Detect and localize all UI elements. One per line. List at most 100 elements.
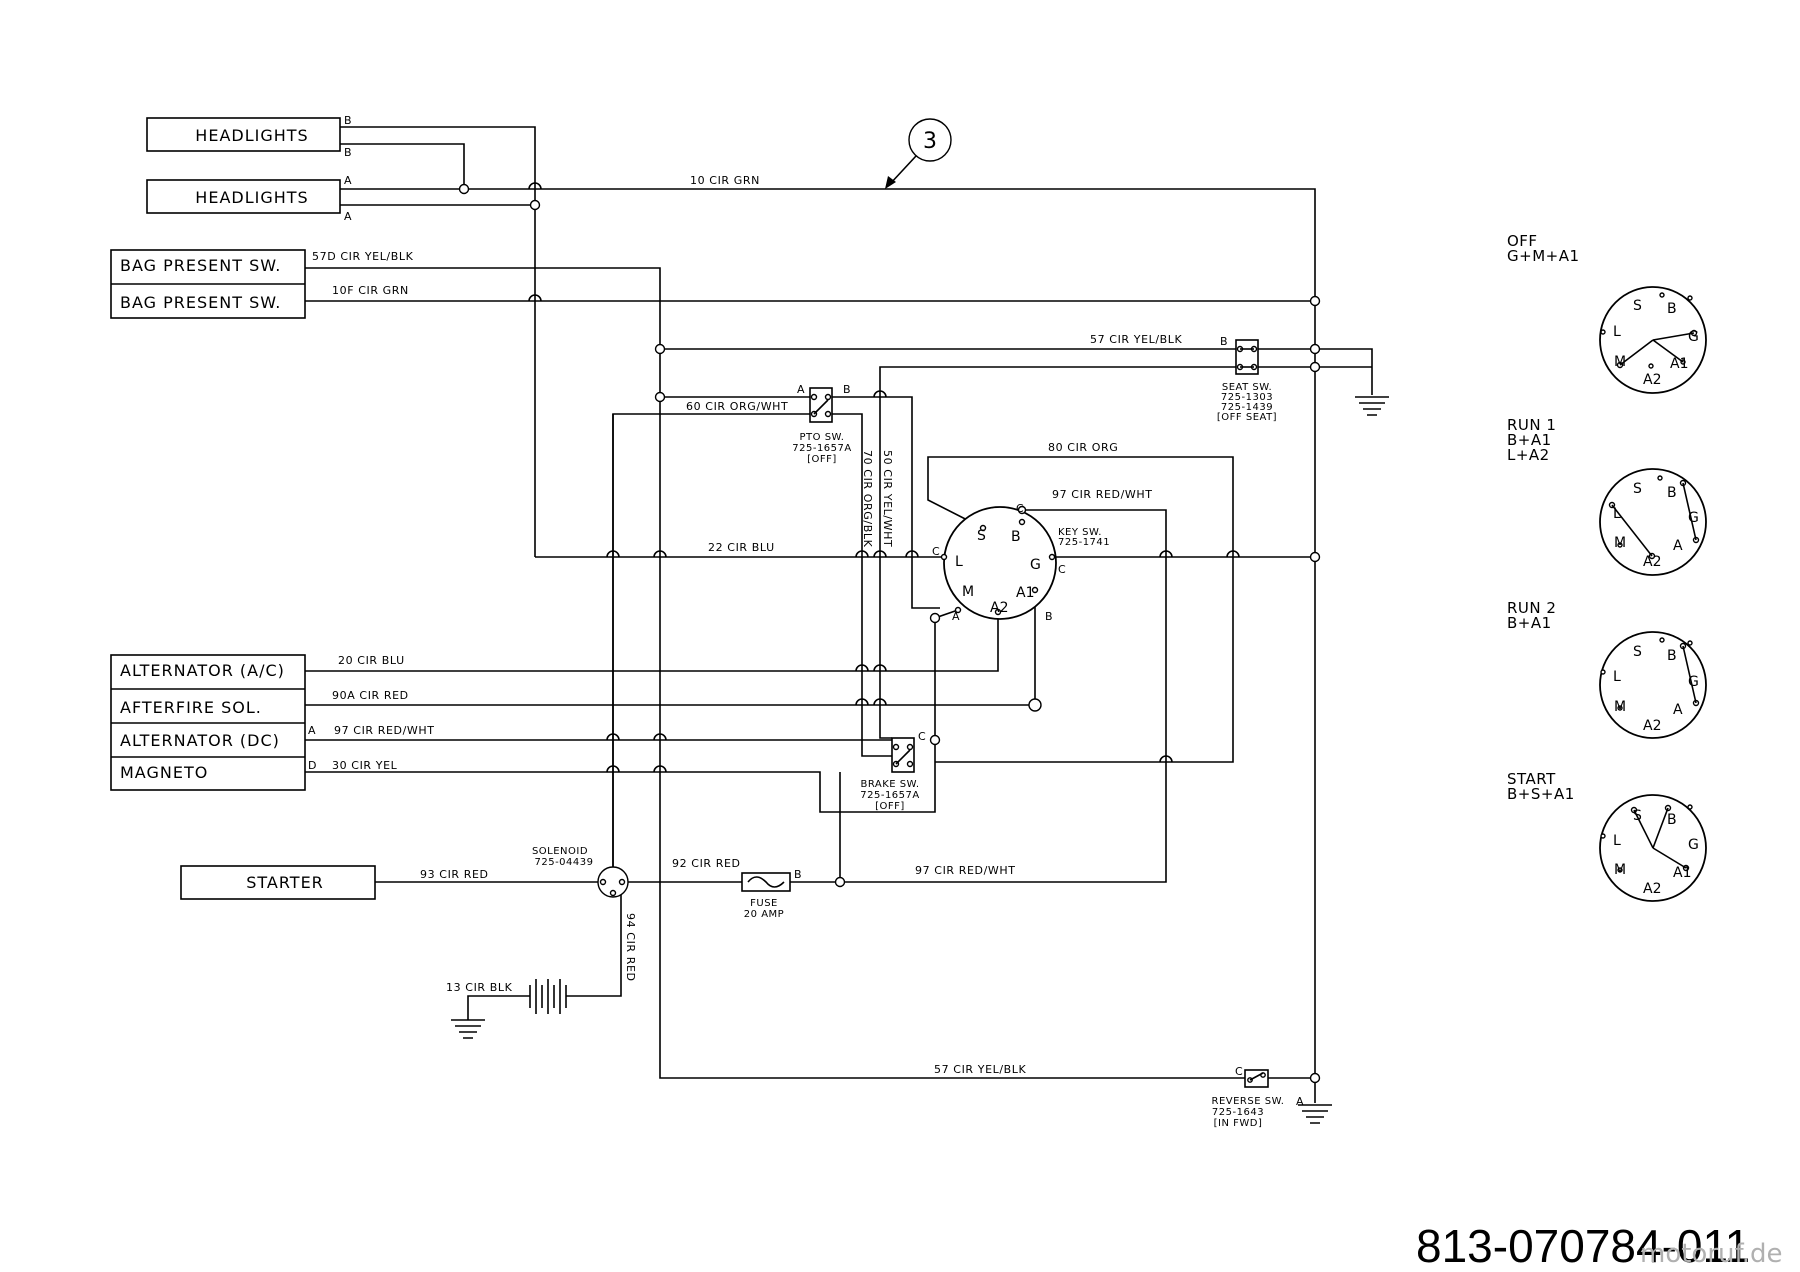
label-80: 80 CIR ORG bbox=[1048, 441, 1118, 454]
position-run1-name: RUN 1 bbox=[1507, 416, 1556, 434]
svg-text:G: G bbox=[1688, 837, 1699, 853]
starter-label: STARTER bbox=[246, 873, 324, 892]
dial-run1: S B L G M A A2 bbox=[1599, 468, 1707, 576]
alternator-dc-label: ALTERNATOR (DC) bbox=[120, 731, 280, 750]
reverse-caption-2: 725-1643 bbox=[1212, 1107, 1264, 1118]
svg-text:A: A bbox=[1673, 538, 1683, 554]
pin-alt-dc-a: A bbox=[308, 724, 316, 737]
solenoid-caption-1: SOLENOID bbox=[532, 846, 588, 857]
brake-switch bbox=[891, 737, 915, 773]
ground-icon-battery bbox=[451, 1019, 485, 1039]
fuse bbox=[741, 872, 791, 892]
pin-rev-a: A bbox=[1296, 1095, 1304, 1108]
label-90a: 90A CIR RED bbox=[332, 689, 409, 702]
key-terminal-a2: A2 bbox=[990, 600, 1008, 616]
fuse-caption-1: FUSE bbox=[750, 898, 778, 909]
wire-60 bbox=[612, 413, 810, 880]
pin-hl-b1: B bbox=[344, 114, 352, 127]
svg-text:A: A bbox=[1673, 702, 1683, 718]
wire-labels: 10 CIR GRN 57D CIR YEL/BLK 10F CIR GRN 5… bbox=[312, 174, 1183, 1076]
svg-text:M: M bbox=[1614, 354, 1626, 370]
key-terminal-g: G bbox=[1030, 557, 1041, 573]
key-switch: S B L G M A1 A2 bbox=[940, 505, 1057, 620]
dial-start: S B L G M A1 A2 bbox=[1599, 794, 1707, 902]
svg-text:B: B bbox=[1667, 648, 1677, 664]
position-off-combo: G+M+A1 bbox=[1507, 247, 1580, 265]
svg-text:M: M bbox=[1614, 699, 1626, 715]
wire-80 bbox=[927, 456, 1234, 763]
wire-key-m bbox=[934, 609, 959, 740]
pin-brake-c: C bbox=[918, 730, 926, 743]
svg-text:B: B bbox=[1667, 301, 1677, 317]
headlights-1-box: HEADLIGHTS bbox=[146, 117, 341, 152]
svg-text:S: S bbox=[1633, 481, 1642, 497]
key-terminal-b: B bbox=[1011, 529, 1021, 545]
solenoid bbox=[597, 866, 629, 898]
pin-key-c-left: C bbox=[932, 545, 940, 558]
pto-caption-3: [OFF] bbox=[807, 454, 837, 465]
starter-box: STARTER bbox=[180, 865, 376, 900]
pin-pto-b: B bbox=[843, 383, 851, 396]
reverse-switch bbox=[1244, 1069, 1269, 1088]
svg-text:M: M bbox=[1614, 862, 1626, 878]
label-57-top: 57 CIR YEL/BLK bbox=[1090, 333, 1183, 346]
key-terminal-l: L bbox=[955, 554, 963, 570]
pin-hl-b2: B bbox=[344, 146, 352, 159]
label-10-grn: 10 CIR GRN bbox=[690, 174, 760, 187]
svg-text:A1: A1 bbox=[1673, 865, 1691, 881]
pto-caption-1: PTO SW. bbox=[800, 432, 845, 443]
pto-caption-2: 725-1657A bbox=[792, 443, 852, 454]
label-97-fuse: 97 CIR RED/WHT bbox=[915, 864, 1016, 877]
seat-caption-1: SEAT SW. bbox=[1222, 382, 1272, 393]
bag-present-2-label: BAG PRESENT SW. bbox=[120, 293, 281, 312]
headlights-2-label: HEADLIGHTS bbox=[195, 188, 308, 207]
battery-icon bbox=[529, 979, 567, 1014]
captions: PTO SW. 725-1657A [OFF] SEAT SW. 725-130… bbox=[532, 382, 1284, 1129]
afterfire-terminal bbox=[1028, 698, 1042, 712]
solenoid-caption-2: 725-04439 bbox=[534, 857, 593, 868]
wire-13 bbox=[467, 995, 530, 1020]
svg-text:B: B bbox=[1667, 485, 1677, 501]
wires bbox=[305, 126, 1373, 1103]
wire-97-key bbox=[840, 509, 1167, 883]
pin-hl-a2: A bbox=[344, 210, 352, 223]
label-92: 92 CIR RED bbox=[672, 857, 741, 870]
svg-text:L: L bbox=[1613, 833, 1621, 849]
part-number: 813-070784-011 bbox=[1416, 1220, 1750, 1272]
dial-off: S B L G M A1 A2 bbox=[1599, 286, 1707, 394]
label-57d: 57D CIR YEL/BLK bbox=[312, 250, 414, 263]
svg-text:B: B bbox=[1667, 812, 1677, 828]
magneto-label: MAGNETO bbox=[120, 763, 208, 782]
ground-icon bbox=[1355, 396, 1389, 416]
pin-seat-b: B bbox=[1220, 335, 1228, 348]
svg-text:G: G bbox=[1688, 510, 1699, 526]
afterfire-label: AFTERFIRE SOL. bbox=[120, 698, 262, 717]
position-start-combo: B+S+A1 bbox=[1507, 785, 1575, 803]
headlights-2-box: HEADLIGHTS bbox=[146, 179, 341, 214]
label-60: 60 CIR ORG/WHT bbox=[686, 400, 788, 413]
alternator-group-box: ALTERNATOR (A/C) AFTERFIRE SOL. ALTERNAT… bbox=[110, 654, 306, 791]
bag-present-box: BAG PRESENT SW. BAG PRESENT SW. bbox=[110, 249, 306, 319]
wire-70 bbox=[832, 413, 892, 757]
brake-caption-3: [OFF] bbox=[875, 801, 905, 812]
fuse-caption-2: 20 AMP bbox=[744, 909, 784, 920]
key-caption-1: KEY SW. bbox=[1058, 527, 1102, 538]
svg-text:A2: A2 bbox=[1643, 554, 1661, 570]
svg-text:L: L bbox=[1613, 669, 1621, 685]
key-terminal-m: M bbox=[962, 584, 974, 600]
pin-pto-a: A bbox=[797, 383, 805, 396]
position-run1-combo2: L+A2 bbox=[1507, 446, 1550, 464]
position-start-name: START bbox=[1507, 770, 1556, 788]
key-terminal-s: S bbox=[977, 528, 986, 544]
svg-text:A1: A1 bbox=[1670, 356, 1688, 372]
svg-text:L: L bbox=[1613, 506, 1621, 522]
position-run2-combo: B+A1 bbox=[1507, 614, 1552, 632]
wire-headlight-b2 bbox=[340, 143, 465, 189]
position-off-name: OFF bbox=[1507, 232, 1538, 250]
svg-text:G: G bbox=[1688, 674, 1699, 690]
label-57-bot: 57 CIR YEL/BLK bbox=[934, 1063, 1027, 1076]
reverse-caption-3: [IN FWD] bbox=[1214, 1118, 1263, 1129]
wire-20 bbox=[305, 612, 999, 672]
label-20: 20 CIR BLU bbox=[338, 654, 405, 667]
